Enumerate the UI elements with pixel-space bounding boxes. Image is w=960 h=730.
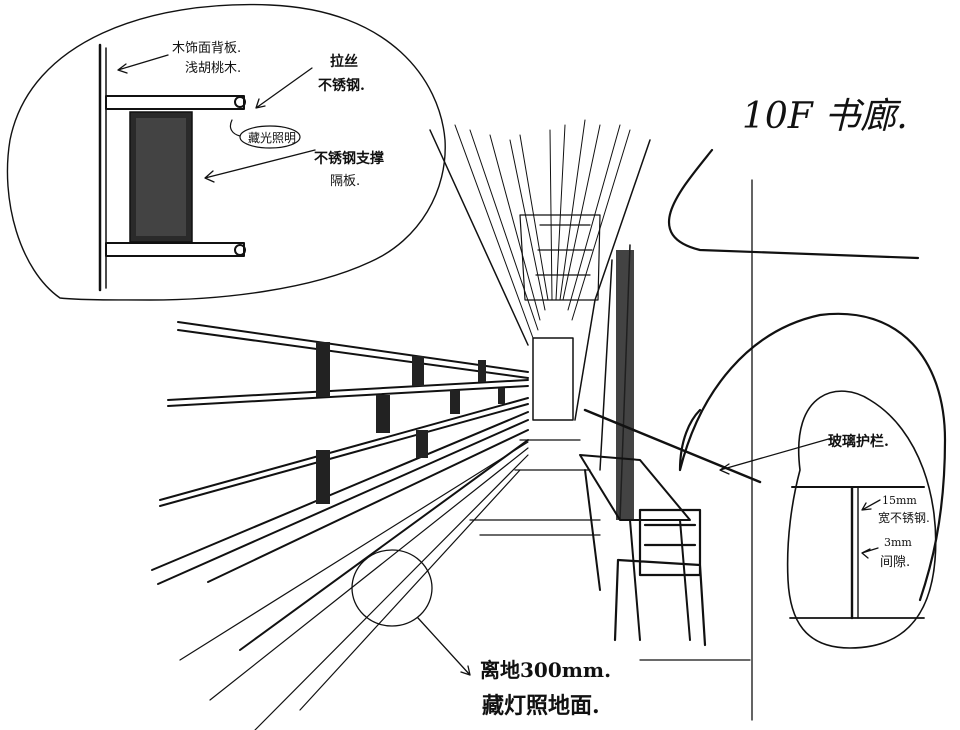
callout-wood-species: 浅胡桃木.	[185, 61, 241, 76]
callout-floor-light: 藏灯照地面.	[482, 693, 600, 719]
callout-floor-height: 离地300mm.	[480, 658, 611, 682]
callout-shelf-1: 不锈钢支撑	[314, 150, 384, 167]
callout-steel-2: 宽不锈钢.	[878, 510, 930, 525]
callout-gap-2: 间隙.	[880, 555, 910, 570]
callout-hidden-light: 藏光照明	[248, 131, 296, 145]
corridor-perspective	[151, 119, 920, 730]
callout-glass-railing: 玻璃护栏.	[828, 433, 889, 450]
callout-gap-1: 3mm	[884, 536, 912, 549]
callout-wood-panel: 木饰面背板.	[172, 41, 241, 56]
callout-stainless-2: 不锈钢.	[318, 77, 365, 94]
callout-stainless-1: 拉丝	[330, 53, 358, 70]
shelf-detail-bubble	[6, 3, 446, 301]
callout-steel-1: 15mm	[882, 494, 917, 507]
callout-shelf-2: 隔板.	[330, 174, 360, 189]
railing-detail-bubble	[678, 312, 947, 649]
sketch-title: 10F 书廊.	[742, 96, 908, 137]
